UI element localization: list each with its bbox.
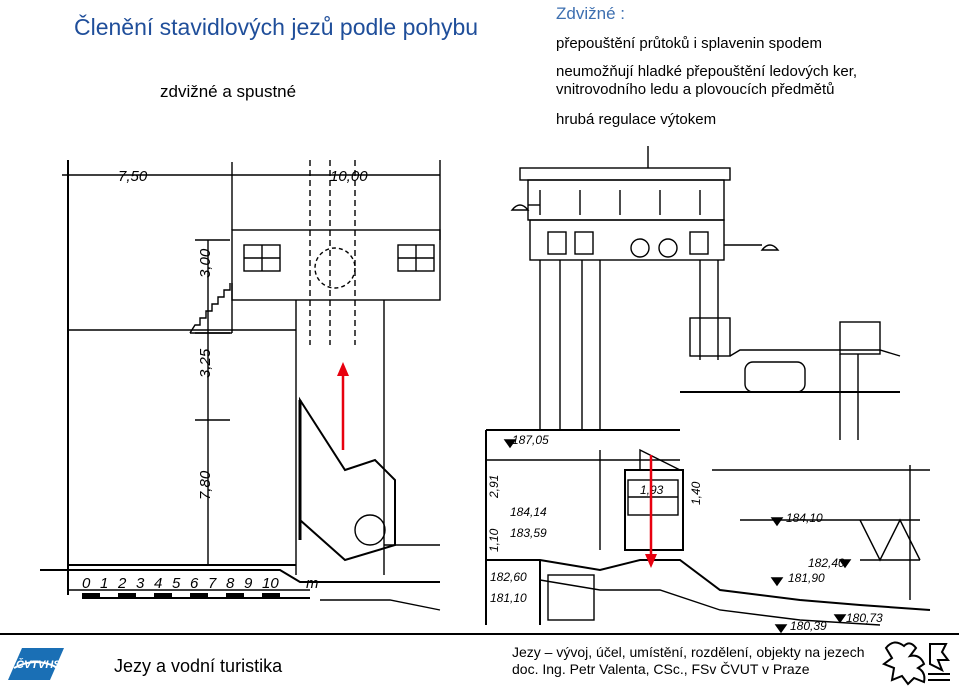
scale-bar [82,593,280,598]
level-291: 2,91 [487,475,501,499]
red-arrow-down [645,455,657,568]
bullet-2: neumožňují hladké přepouštění ledových k… [556,63,858,80]
level-18260: 182,60 [490,570,527,584]
logo-text: ČVTVHS [16,658,61,671]
section-heading: Zdvižné : [556,4,625,23]
level-18073: 180,73 [846,611,883,625]
dim-780: 7,80 [197,470,214,500]
scale-labels: 0 1 2 3 4 5 6 7 8 9 10 m [82,575,319,592]
right-cross-section [485,146,931,634]
level-140: 1,40 [689,481,703,505]
cvut-lion-logo [881,641,950,686]
scale-4: 4 [154,575,162,592]
scale-2: 2 [117,575,127,592]
scale-7: 7 [208,575,217,592]
slide-subtitle: zdvižné a spustné [160,82,297,101]
level-18039: 180,39 [790,619,827,633]
level-18240: 182,40 [808,556,845,570]
footer-author-text: doc. Ing. Petr Valenta, CSc., FSv ČVUT v… [512,661,810,677]
bullet-4: hrubá regulace výtokem [556,111,717,128]
cvtvhs-logo: ČVTVHS [8,648,64,680]
dim-325: 3,25 [197,348,214,378]
scale-9: 9 [244,575,253,592]
scale-3: 3 [136,575,145,592]
left-cross-section [40,160,441,611]
scale-1: 1 [100,575,108,592]
scale-unit: m [306,575,319,592]
bullet-3: vnitrovodního ledu a plovoucích předmětů [556,81,835,98]
level-18359: 183,59 [510,526,547,540]
footer-course-text: Jezy – vývoj, účel, umístění, rozdělení,… [512,644,865,660]
weir-technical-drawings: 7,50 10,00 3,00 3,25 7,80 0 1 2 3 4 5 6 … [40,146,931,634]
scale-6: 6 [190,575,199,592]
level-18414: 184,14 [510,505,547,519]
scale-5: 5 [172,575,181,592]
footer-left-text: Jezy a vodní turistika [114,656,283,676]
level-18410: 184,10 [786,511,823,525]
footer-divider [0,633,959,635]
scale-0: 0 [82,575,91,592]
scale-10: 10 [262,575,279,592]
dim-750: 7,50 [118,168,148,185]
red-arrow-up [337,362,349,450]
level-18705: 187,05 [512,433,549,447]
level-18190: 181,90 [788,571,825,585]
dim-300: 3,00 [197,248,214,278]
dim-1000: 10,00 [330,168,368,185]
right-level-labels: 187,05 2,91 184,14 183,59 1,10 182,60 18… [487,433,883,633]
level-18110: 181,10 [490,591,527,605]
bullet-1: přepouštění průtoků i splavenin spodem [556,35,823,52]
level-110: 1,10 [487,528,501,552]
scale-8: 8 [226,575,235,592]
slide-title: Členění stavidlových jezů podle pohybu [74,14,479,40]
